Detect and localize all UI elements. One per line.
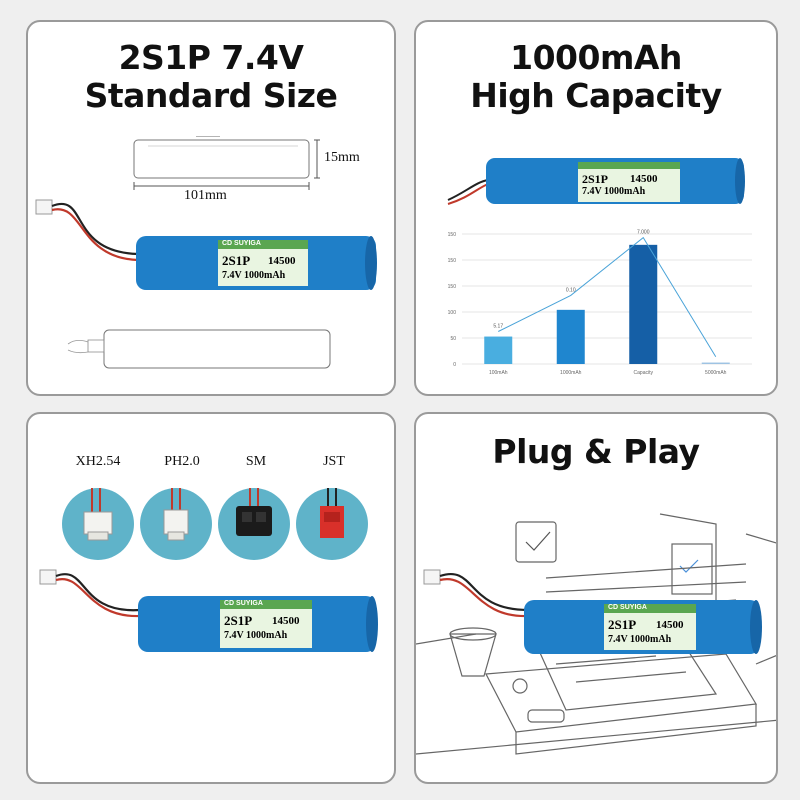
panel-title-line2: High Capacity xyxy=(470,76,722,115)
connector-label: PH2.0 xyxy=(164,454,200,469)
battery-config-label: 2S1P xyxy=(224,613,253,628)
connector-option[interactable]: JST xyxy=(294,454,374,470)
ph-connector-icon xyxy=(140,488,212,560)
battery-model-label: 14500 xyxy=(268,255,296,267)
battery-spec-label: 7.4V 1000mAh xyxy=(608,634,672,645)
chart-trend-line xyxy=(498,236,717,358)
connector-option[interactable]: PH2.0 xyxy=(142,454,222,470)
connector-label: SM xyxy=(245,454,267,469)
battery-pack xyxy=(35,199,377,290)
dimension-drawing xyxy=(67,139,331,369)
dimension-height-label: 15mm xyxy=(324,150,360,165)
chart-xtick-label: 100mAh xyxy=(489,370,508,376)
chart-bar xyxy=(484,336,513,364)
battery-brand-label: CD SUYIGA xyxy=(608,604,647,611)
chart-xtick-label: 5000mAh xyxy=(705,370,727,376)
chart-bar xyxy=(556,309,585,364)
panel-high-capacity: 1000mAh High Capacity 2S1P 14500 7.4V 10… xyxy=(414,20,778,396)
chart-bar xyxy=(629,244,658,364)
chart-xtick-label: 1000mAh xyxy=(560,370,582,376)
connector-label: JST xyxy=(323,454,345,469)
chart-ytick-label: 150 xyxy=(448,232,457,238)
connector-label: XH2.54 xyxy=(75,454,121,469)
panel-connectors: XH2.54 PH2.0 SM JST xyxy=(26,412,396,784)
chart-ytick-label: 100 xyxy=(448,310,457,316)
panel-standard-size: 2S1P 7.4V Standard Size ———— 15mm 101mm … xyxy=(26,20,396,396)
drawing-caption: ———— xyxy=(196,134,220,140)
battery-pack xyxy=(447,158,745,205)
battery-spec-label: 7.4V 1000mAh xyxy=(224,630,288,641)
chart-ytick-label: 150 xyxy=(448,284,457,290)
sm-connector-icon xyxy=(218,488,290,560)
panel-title-line1: 1000mAh xyxy=(510,38,682,77)
chart-xtick-label: Capacity xyxy=(634,370,654,376)
chart-ytick-label: 150 xyxy=(448,258,457,264)
battery-config-label: 2S1P xyxy=(582,172,609,186)
panel-title-line1: 2S1P 7.4V xyxy=(118,38,304,77)
chart-data-label: 0.10 xyxy=(566,287,576,293)
chart-ytick-label: 50 xyxy=(450,336,456,342)
battery-config-label: 2S1P xyxy=(222,253,251,268)
chart-data-label: 7.000 xyxy=(637,230,650,236)
dimension-length-label: 101mm xyxy=(184,188,227,203)
battery-spec-label: 7.4V 1000mAh xyxy=(222,270,286,281)
connector-option[interactable]: XH2.54 xyxy=(58,454,138,470)
battery-config-label: 2S1P xyxy=(608,617,637,632)
jst-connector-icon xyxy=(296,488,368,560)
device-line-illustration xyxy=(416,513,776,755)
battery-pack xyxy=(39,569,378,652)
battery-spec-label: 7.4V 1000mAh xyxy=(582,186,646,197)
battery-brand-label: CD SUYIGA xyxy=(222,240,261,247)
battery-model-label: 14500 xyxy=(656,619,684,631)
battery-brand-label: CD SUYIGA xyxy=(224,600,263,607)
battery-model-label: 14500 xyxy=(630,173,658,185)
panel-plug-and-play: Plug & Play xyxy=(414,412,778,784)
xh-connector-icon xyxy=(62,488,134,560)
panel-title-line2: Standard Size xyxy=(84,76,338,115)
chart-ytick-label: 0 xyxy=(453,362,456,368)
chart-bar xyxy=(701,362,730,364)
capacity-chart: 0 50 100 150 150 150 100mAh 5.17 1000mAh 0.10Capa… xyxy=(448,230,752,376)
panel-title: Plug & Play xyxy=(492,432,700,471)
connector-option[interactable]: SM xyxy=(216,454,296,470)
battery-model-label: 14500 xyxy=(272,615,300,627)
chart-data-label: 5.17 xyxy=(493,324,503,330)
